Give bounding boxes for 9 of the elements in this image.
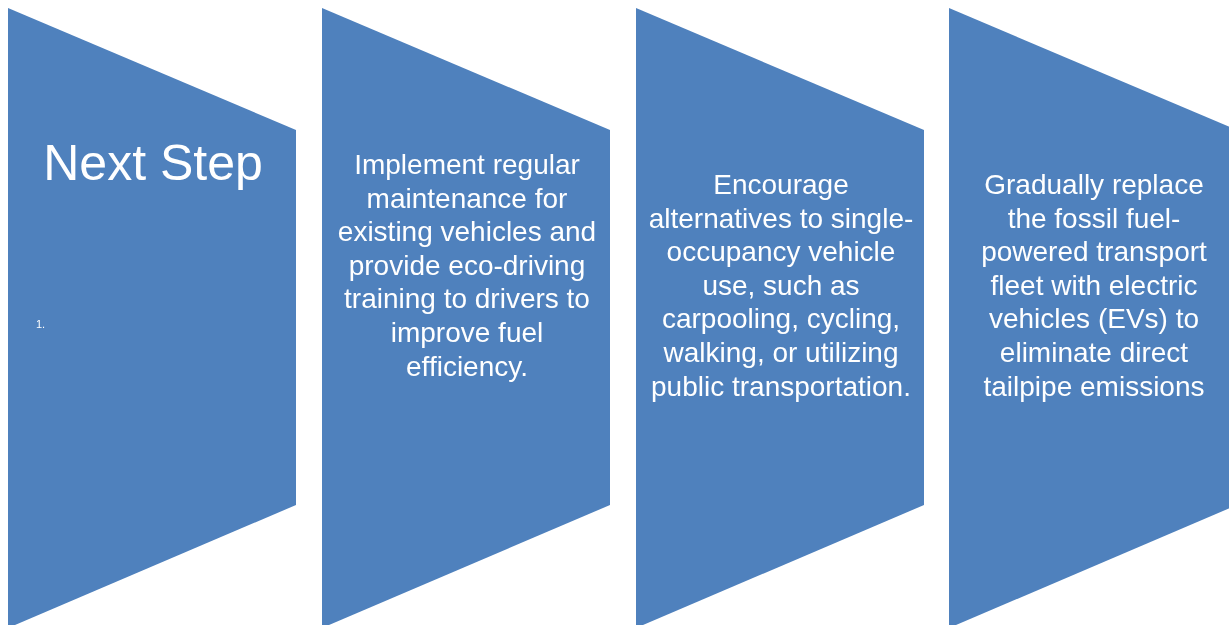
step-text: Implement regular maintenance for existing vehicles and provide eco-driving training to drivers to improve fuel efficiency. bbox=[336, 148, 598, 384]
chevron-shape bbox=[636, 8, 924, 625]
step-text: Encourage alternatives to single-occupancy vehicle use, such as carpooling, cycling, walking, or utilizing public transportation. bbox=[648, 168, 914, 404]
chevron-shape bbox=[8, 8, 296, 625]
list-number: 1. bbox=[36, 318, 47, 332]
chevron-shape bbox=[949, 8, 1229, 625]
chevron-shape bbox=[322, 8, 610, 625]
step-text: Next Step bbox=[42, 134, 264, 193]
step-text: Gradually replace the fossil fuel-powered transport fleet with electric vehicles (EVs) to eliminate direct tailpipe emissions bbox=[980, 168, 1208, 404]
